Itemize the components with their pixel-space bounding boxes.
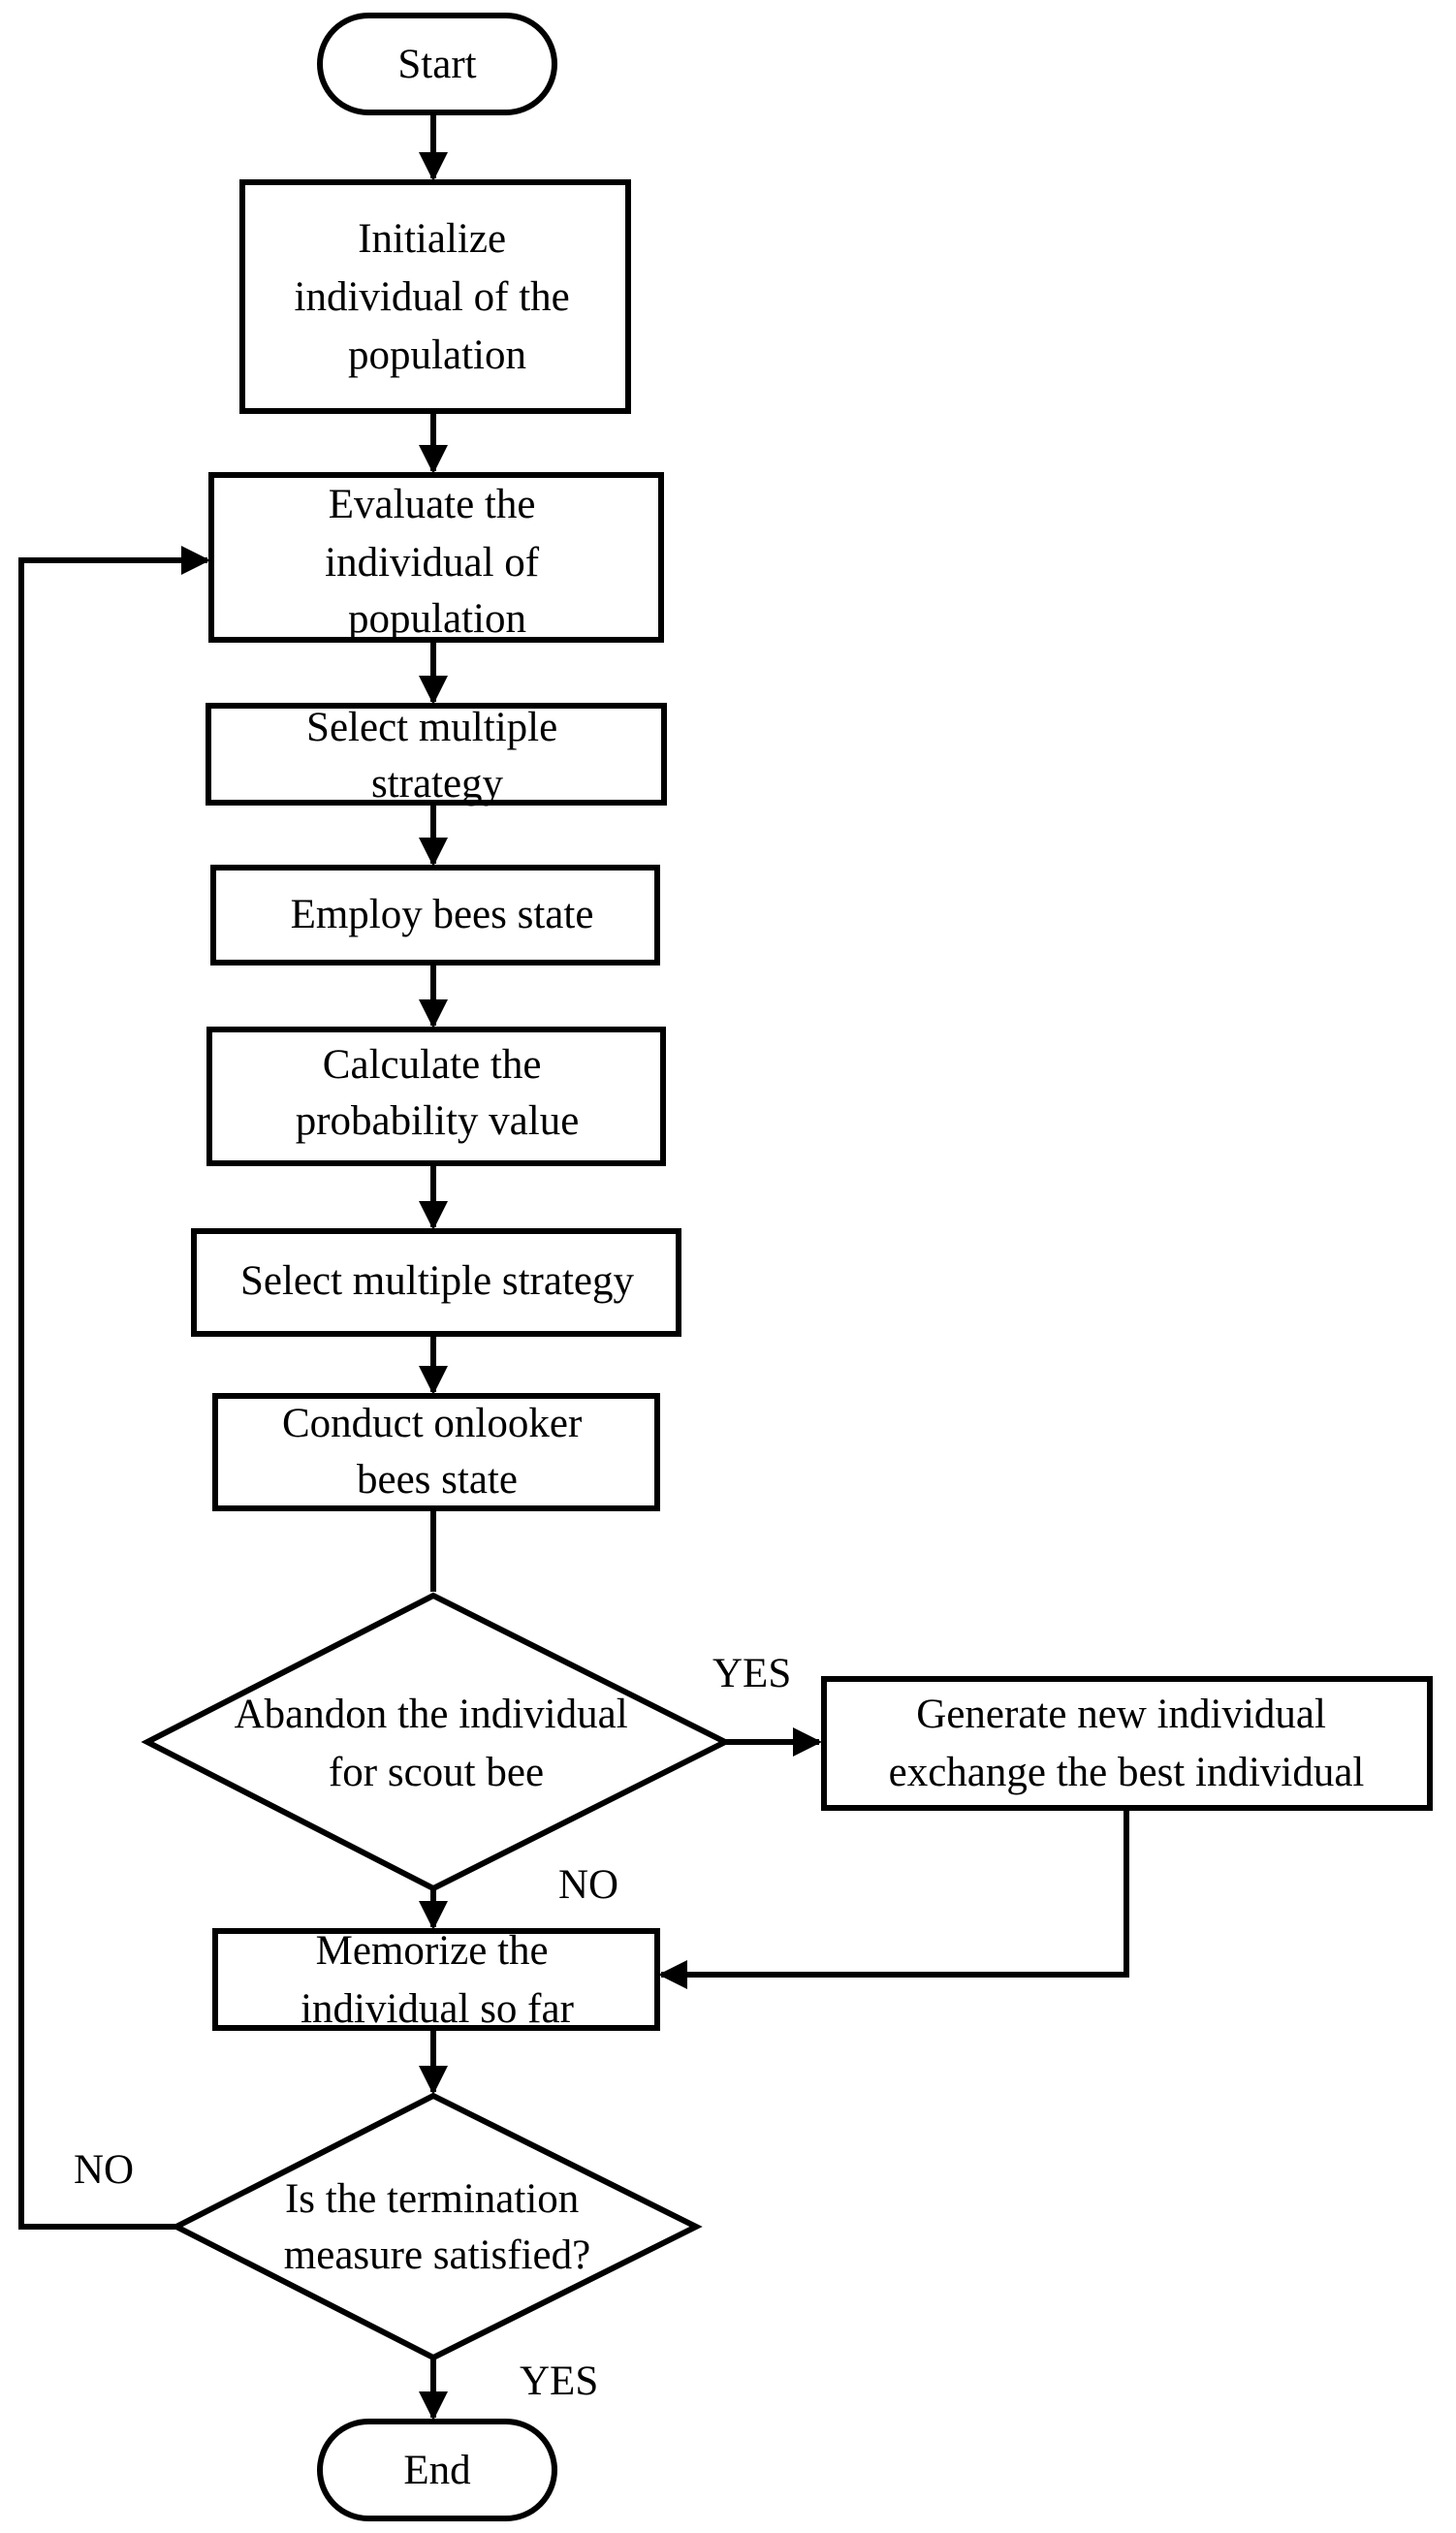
memorize-label-line: Memorize the xyxy=(316,1928,549,1974)
init-label-line: Initialize xyxy=(358,216,506,262)
generate-label-line: Generate new individual xyxy=(916,1692,1326,1737)
init-label-line: population xyxy=(348,332,526,378)
select1-label-line: strategy xyxy=(371,761,504,807)
svg-text:Memorize the individual: Memorize the individual so far xyxy=(301,1928,574,2032)
calculate-label-line: Calculate the xyxy=(323,1042,542,1088)
svg-text:Select multiple strategy: Select multiple strategy xyxy=(306,705,568,807)
init-node: Initialize individual of the population xyxy=(239,179,631,414)
evaluate-label-line: Evaluate the xyxy=(329,482,536,527)
generate-individual-node: Generate new individual exchange the bes… xyxy=(821,1676,1433,1811)
start-node: Start xyxy=(317,13,557,115)
onlooker-label-line: Conduct onlooker xyxy=(282,1401,582,1446)
svg-text:Evaluate the individual: Evaluate the individual of population xyxy=(325,482,550,642)
select2-label: Select multiple strategy xyxy=(240,1258,635,1304)
termination-label-line: measure satisfied? xyxy=(284,2232,590,2278)
memorize-node: Memorize the individual so far xyxy=(212,1928,660,2032)
termination-no-label: NO xyxy=(74,2147,134,2193)
abandon-decision-node: Abandon the individual for scout bee xyxy=(141,1592,732,1892)
svg-text:Generate new individual: Generate new individual exchange the bes… xyxy=(889,1692,1365,1795)
evaluate-node: Evaluate the individual of population xyxy=(208,472,664,643)
svg-text:Initialize individual of: Initialize individual of the population xyxy=(295,216,581,378)
svg-text:Is the termination measu: Is the termination measure satisfied? xyxy=(284,2176,590,2278)
init-label-line: individual of the xyxy=(295,274,570,320)
evaluate-label-line: individual of xyxy=(325,540,540,586)
start-label: Start xyxy=(397,42,476,87)
svg-text:Calculate the probabilit: Calculate the probability value xyxy=(296,1042,580,1144)
termination-yes-label: YES xyxy=(520,2359,598,2404)
employ-label: Employ bees state xyxy=(291,892,594,937)
select-strategy-node-2: Select multiple strategy xyxy=(191,1228,681,1337)
calculate-probability-node: Calculate the probability value xyxy=(206,1027,666,1166)
memorize-label-line: individual so far xyxy=(301,1986,574,2032)
calculate-label-line: probability value xyxy=(296,1098,580,1144)
termination-label-line: Is the termination xyxy=(285,2176,579,2222)
onlooker-bees-node: Conduct onlooker bees state xyxy=(212,1393,660,1511)
select1-label-line: Select multiple xyxy=(306,705,557,750)
svg-text:Abandon the individual f: Abandon the individual for scout bee xyxy=(235,1692,639,1795)
arrow-generate-to-memorize xyxy=(658,1808,1129,1989)
abandon-label-line: Abandon the individual xyxy=(235,1692,628,1737)
evaluate-label-line: population xyxy=(348,596,526,642)
end-label: End xyxy=(403,2448,470,2493)
generate-label-line: exchange the best individual xyxy=(889,1750,1365,1795)
employ-bees-node: Employ bees state xyxy=(210,865,660,966)
termination-decision-node: Is the termination measure satisfied? xyxy=(170,2092,703,2361)
abandon-no-label: NO xyxy=(558,1862,618,1908)
end-node: End xyxy=(317,2419,557,2521)
svg-text:Conduct onlooker bees st: Conduct onlooker bees state xyxy=(282,1401,592,1503)
select-strategy-node-1: Select multiple strategy xyxy=(206,703,667,807)
onlooker-label-line: bees state xyxy=(357,1457,518,1503)
abandon-yes-label: YES xyxy=(712,1651,791,1696)
arrow-termination-no-loop xyxy=(18,546,210,2230)
abandon-label-line: for scout bee xyxy=(329,1750,544,1795)
